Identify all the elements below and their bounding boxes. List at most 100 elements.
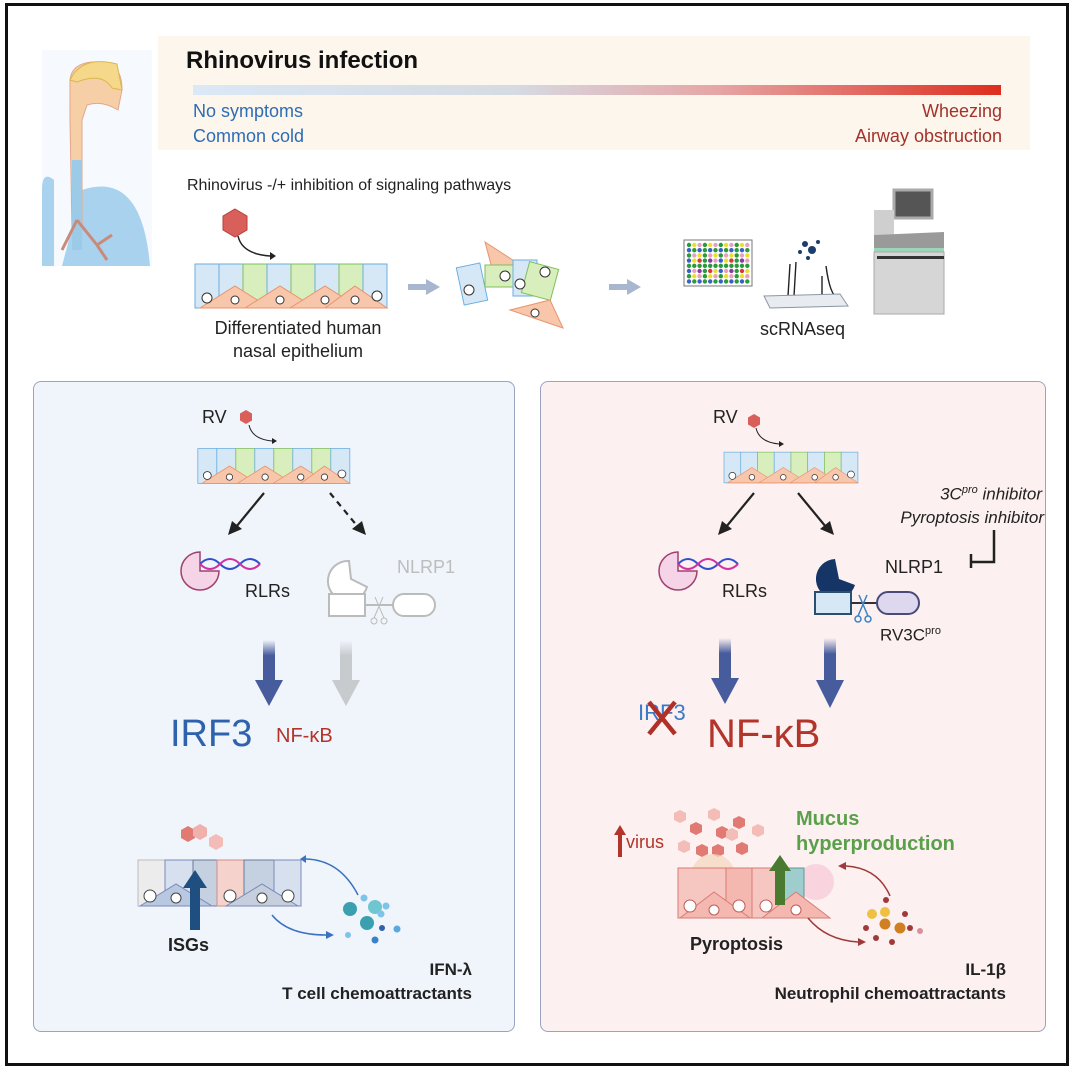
well-dot — [686, 242, 692, 248]
well-dot — [723, 258, 729, 263]
well-dot — [702, 248, 708, 253]
well-dot — [718, 258, 723, 263]
well-dot — [686, 279, 692, 284]
irf3-blocked-x-icon — [647, 700, 677, 736]
well-dot — [718, 263, 723, 268]
well-dot — [745, 268, 750, 274]
left-panel-rlr-pathway — [33, 381, 515, 1032]
right-epithelium-illustration — [723, 451, 860, 484]
well-dot — [697, 279, 702, 284]
well-dot — [697, 242, 702, 248]
well-dot — [702, 253, 708, 258]
left-irf3-signal-arrow-icon — [255, 640, 283, 706]
dissociated-cells-illustration — [455, 240, 564, 329]
isg-label: ISGs — [168, 935, 210, 955]
well-dot — [692, 258, 697, 263]
well-dot — [686, 248, 692, 253]
right-rlr-signal-arrow-icon — [711, 638, 739, 704]
mild-symptom-label-1: No symptoms — [193, 101, 304, 121]
well-dot — [739, 279, 745, 284]
well-dot — [734, 242, 739, 248]
severe-symptom-label-2: Airway obstruction — [854, 126, 1002, 146]
well-dot — [713, 279, 718, 284]
well-dot — [713, 258, 718, 263]
scrnaseq-label: scRNAseq — [760, 319, 846, 339]
well-dot — [713, 253, 718, 258]
process-arrow-icon — [609, 279, 641, 295]
well-dot — [745, 263, 750, 268]
well-dot — [697, 248, 702, 253]
well-dot — [734, 274, 739, 279]
severity-gradient-bar — [193, 85, 1001, 95]
well-dot — [708, 263, 713, 268]
well-dot — [718, 268, 723, 274]
well-dot — [718, 242, 723, 248]
nasal-epithelium-illustration — [194, 263, 389, 309]
well-dot — [734, 268, 739, 274]
well-dot — [713, 268, 718, 274]
virus-increase-arrow-icon — [614, 825, 626, 857]
well-dot — [708, 258, 713, 263]
well-dot — [739, 258, 745, 263]
well-dot — [686, 274, 692, 279]
well-dot — [697, 253, 702, 258]
epithelium-label-line1: Differentiated human — [214, 318, 382, 338]
well-dot — [739, 242, 745, 248]
ifn-feedback-arrow-icon — [271, 855, 359, 939]
well-dot — [686, 258, 692, 263]
well-dot — [729, 268, 734, 274]
well-dot — [708, 248, 713, 253]
rv3c-protease-label: RV3Cpro — [880, 625, 941, 646]
well-dot — [734, 253, 739, 258]
pyroptotic-epithelium-illustration — [677, 854, 834, 919]
well-dot — [745, 253, 750, 258]
left-rlr-label: RLRs — [245, 581, 291, 601]
well-dot — [723, 263, 729, 268]
well-dot — [713, 248, 718, 253]
epithelium-label-line2: nasal epithelium — [232, 341, 364, 361]
left-rlr-arrow-icon — [228, 492, 265, 535]
left-virus-cluster-icon — [181, 824, 223, 850]
well-plate-icon — [683, 239, 753, 287]
well-dot — [729, 242, 734, 248]
process-arrow-icon — [408, 279, 440, 295]
well-dot — [734, 263, 739, 268]
left-infected-epithelium-illustration — [137, 859, 302, 907]
well-dot — [729, 258, 734, 263]
well-dot — [708, 268, 713, 274]
left-epithelium-illustration — [197, 448, 352, 484]
droplet-chip-icon — [763, 240, 849, 309]
well-dot — [692, 274, 697, 279]
right-output-label-1: IL-1β — [965, 960, 1006, 979]
well-dot — [686, 263, 692, 268]
well-dot — [723, 253, 729, 258]
well-dot — [723, 274, 729, 279]
left-nlrp1-label: NLRP1 — [397, 557, 456, 577]
well-dot — [718, 248, 723, 253]
infection-arrow-icon — [237, 235, 276, 260]
well-dot — [697, 263, 702, 268]
left-virus-icon — [240, 410, 252, 424]
well-dot — [713, 274, 718, 279]
mucus-label-1: Mucus — [796, 808, 860, 830]
well-dot — [745, 274, 750, 279]
right-output-label-2: Neutrophil chemoattractants — [774, 984, 1006, 1003]
well-dot — [734, 248, 739, 253]
well-dot — [702, 274, 708, 279]
well-dot — [718, 274, 723, 279]
inhibitor-label-2: Pyroptosis inhibitor — [900, 508, 1044, 527]
well-dot — [729, 263, 734, 268]
right-nlrp1-active-icon — [814, 559, 920, 623]
well-dot — [708, 242, 713, 248]
left-infection-arrow-icon — [248, 424, 277, 444]
well-dot — [723, 268, 729, 274]
inhibitor-pro-superscript: pro — [961, 484, 978, 496]
well-dot — [702, 263, 708, 268]
severe-symptom-label-1: Wheezing — [921, 101, 1002, 121]
virus-cluster-icon — [674, 808, 764, 857]
right-nlrp1-signal-arrow-icon — [816, 638, 844, 708]
well-dot — [729, 274, 734, 279]
mucus-up-arrow-icon — [769, 855, 791, 905]
well-dot — [702, 242, 708, 248]
il1b-feedback-arrow-icon — [807, 862, 891, 946]
